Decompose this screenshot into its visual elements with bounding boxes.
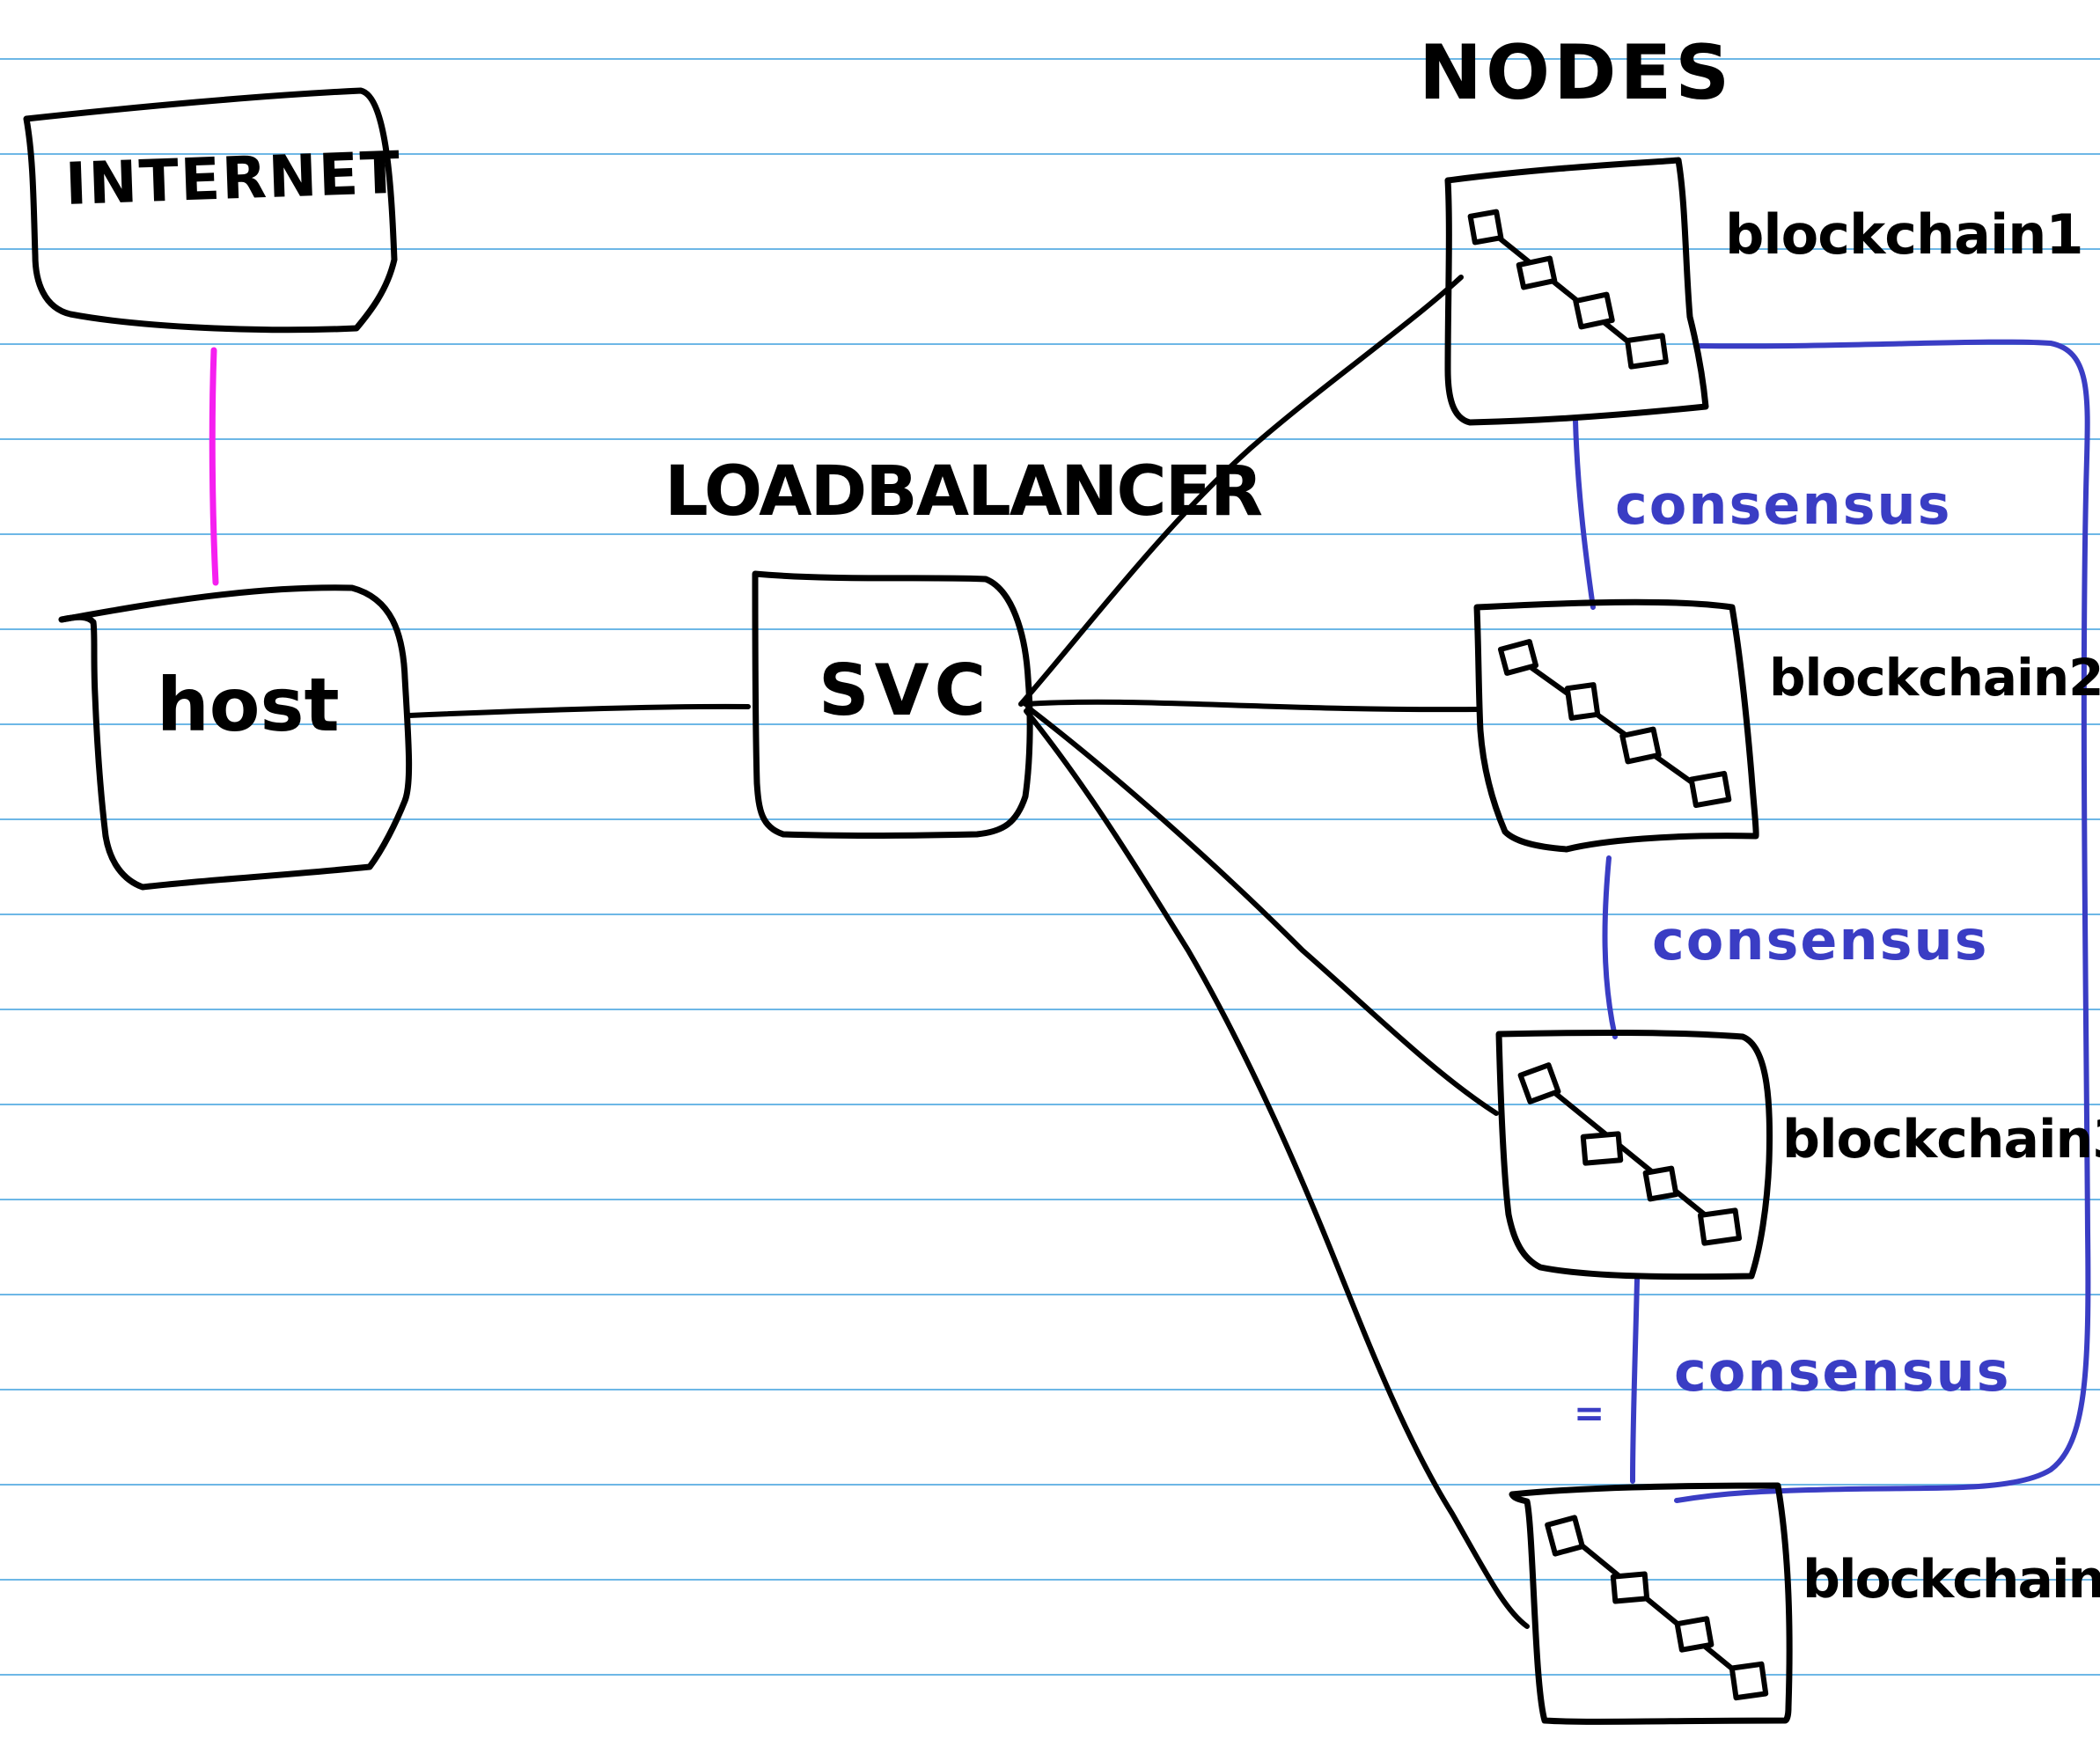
blockchain1-label: blockchain1: [1725, 202, 2082, 267]
host-box-cap: [58, 613, 97, 626]
edge-host-svc: [407, 703, 751, 718]
consensus-label-1-2: consensus: [1615, 473, 1952, 537]
chain-icon-blockchain2: [1497, 639, 1732, 809]
internet-label: INTERNET: [64, 139, 403, 218]
loadbalancer-label: LOADBALANCER: [665, 452, 1262, 532]
stray-mark: =: [1574, 1391, 1604, 1434]
edge-svc-blockchain2: [1023, 699, 1481, 713]
chain-icon-blockchain1: [1467, 209, 1669, 370]
svc-box: [752, 570, 1033, 839]
blockchain4-label: blockchain4: [1803, 1549, 2100, 1611]
chain-icon-blockchain4: [1545, 1515, 1769, 1701]
edge-consensus-2-3: [1602, 855, 1618, 1039]
consensus-label-3-4: consensus: [1674, 1339, 2011, 1404]
host-label: host: [157, 662, 340, 748]
edge-svc-blockchain1: [1018, 275, 1464, 707]
edge-svc-blockchain4: [1024, 708, 1530, 1629]
blockchain3-box: [1495, 1029, 1773, 1280]
blockchain4-box: [1509, 1482, 1793, 1725]
blockchain1-box: [1444, 157, 1709, 426]
internet-box: [23, 87, 398, 334]
edge-consensus-1-2: [1573, 418, 1596, 610]
nodes-group-label: NODES: [1419, 29, 1733, 117]
consensus-label-2-3: consensus: [1652, 908, 1989, 972]
blockchain3-label: blockchain3: [1782, 1109, 2100, 1170]
edge-internet-host: [209, 347, 219, 586]
blockchain2-box: [1473, 598, 1759, 853]
edge-consensus-3-4: [1630, 1277, 1640, 1484]
svc-label: SVC: [819, 649, 991, 731]
edge-svc-blockchain3: [1025, 705, 1499, 1116]
chain-icon-blockchain3: [1517, 1062, 1743, 1246]
host-box: [58, 584, 413, 891]
edge-consensus-1-4: [1674, 339, 2091, 1503]
blockchain2-label: blockchain2: [1769, 648, 2100, 708]
